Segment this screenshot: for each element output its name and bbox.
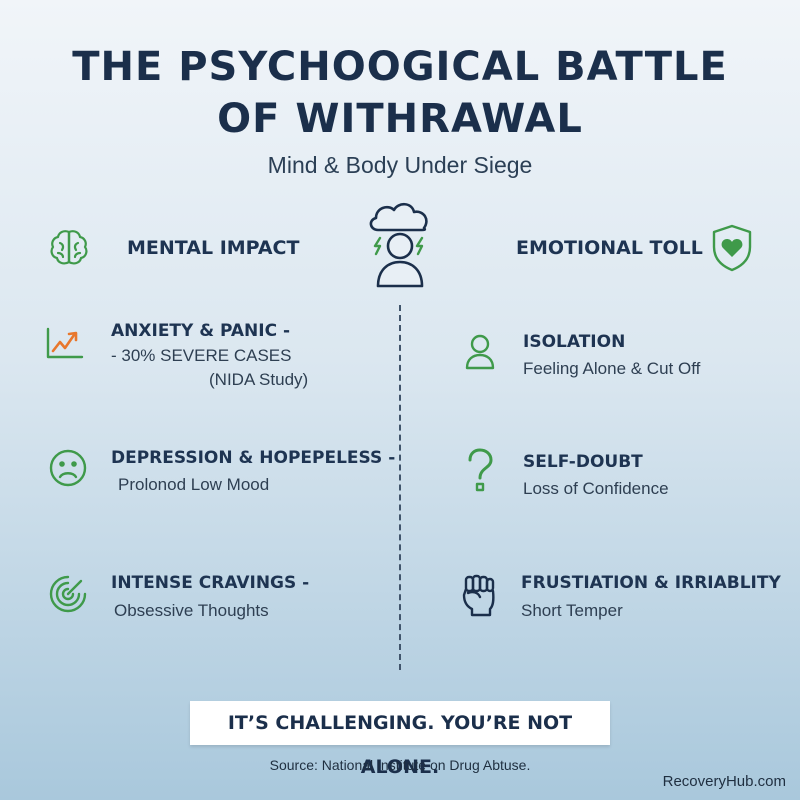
target-spiral-icon — [48, 574, 88, 619]
anxiety-title: ANXIETY & PANIC - — [111, 321, 291, 341]
fist-icon — [460, 573, 498, 622]
shield-heart-icon — [710, 223, 754, 278]
anxiety-line2: (NIDA Study) — [209, 370, 309, 389]
isolation-line1: Feeling Alone & Cut Off — [523, 359, 701, 378]
mental-impact-heading: MENTAL IMPACT — [127, 237, 300, 259]
depression-line1: Prolonod Low Mood — [118, 475, 270, 494]
brain-icon — [48, 228, 90, 273]
anxiety-line1: - 30% SEVERE CASES — [111, 346, 292, 365]
page-title-line2: OF WITHRAWAL — [217, 96, 583, 142]
self-doubt-title: SELF-DOUBT — [523, 452, 643, 472]
self-doubt-line1: Loss of Confidence — [523, 479, 669, 498]
trend-chart-icon — [45, 325, 85, 366]
cravings-line1: Obsessive Thoughts — [114, 601, 269, 620]
frustration-title: FRUSTIATION & IRRIABLITY — [521, 573, 781, 593]
emotional-toll-heading: EMOTIONAL TOLL — [516, 237, 703, 259]
stressed-person-cloud-icon — [364, 200, 436, 297]
source-note: Source: National Institute on Drug Abtus… — [269, 757, 531, 773]
question-mark-icon — [464, 448, 496, 499]
sad-face-icon — [48, 448, 88, 493]
page-title-line1: THE PSYCHOOGICAL BATTLE — [72, 44, 728, 90]
isolation-title: ISOLATION — [523, 332, 626, 352]
depression-title: DEPRESSION & HOPEPELESS - — [111, 448, 396, 468]
page-subtitle: Mind & Body Under Siege — [267, 152, 533, 178]
center-divider — [399, 305, 401, 670]
encouragement-banner: IT’S CHALLENGING. YOU’RE NOT ALONE. — [190, 701, 610, 778]
brand-label: RecoveryHub.com — [662, 773, 786, 790]
cravings-title: INTENSE CRAVINGS - — [111, 573, 310, 593]
frustration-line1: Short Temper — [521, 601, 623, 620]
person-icon — [464, 333, 496, 376]
